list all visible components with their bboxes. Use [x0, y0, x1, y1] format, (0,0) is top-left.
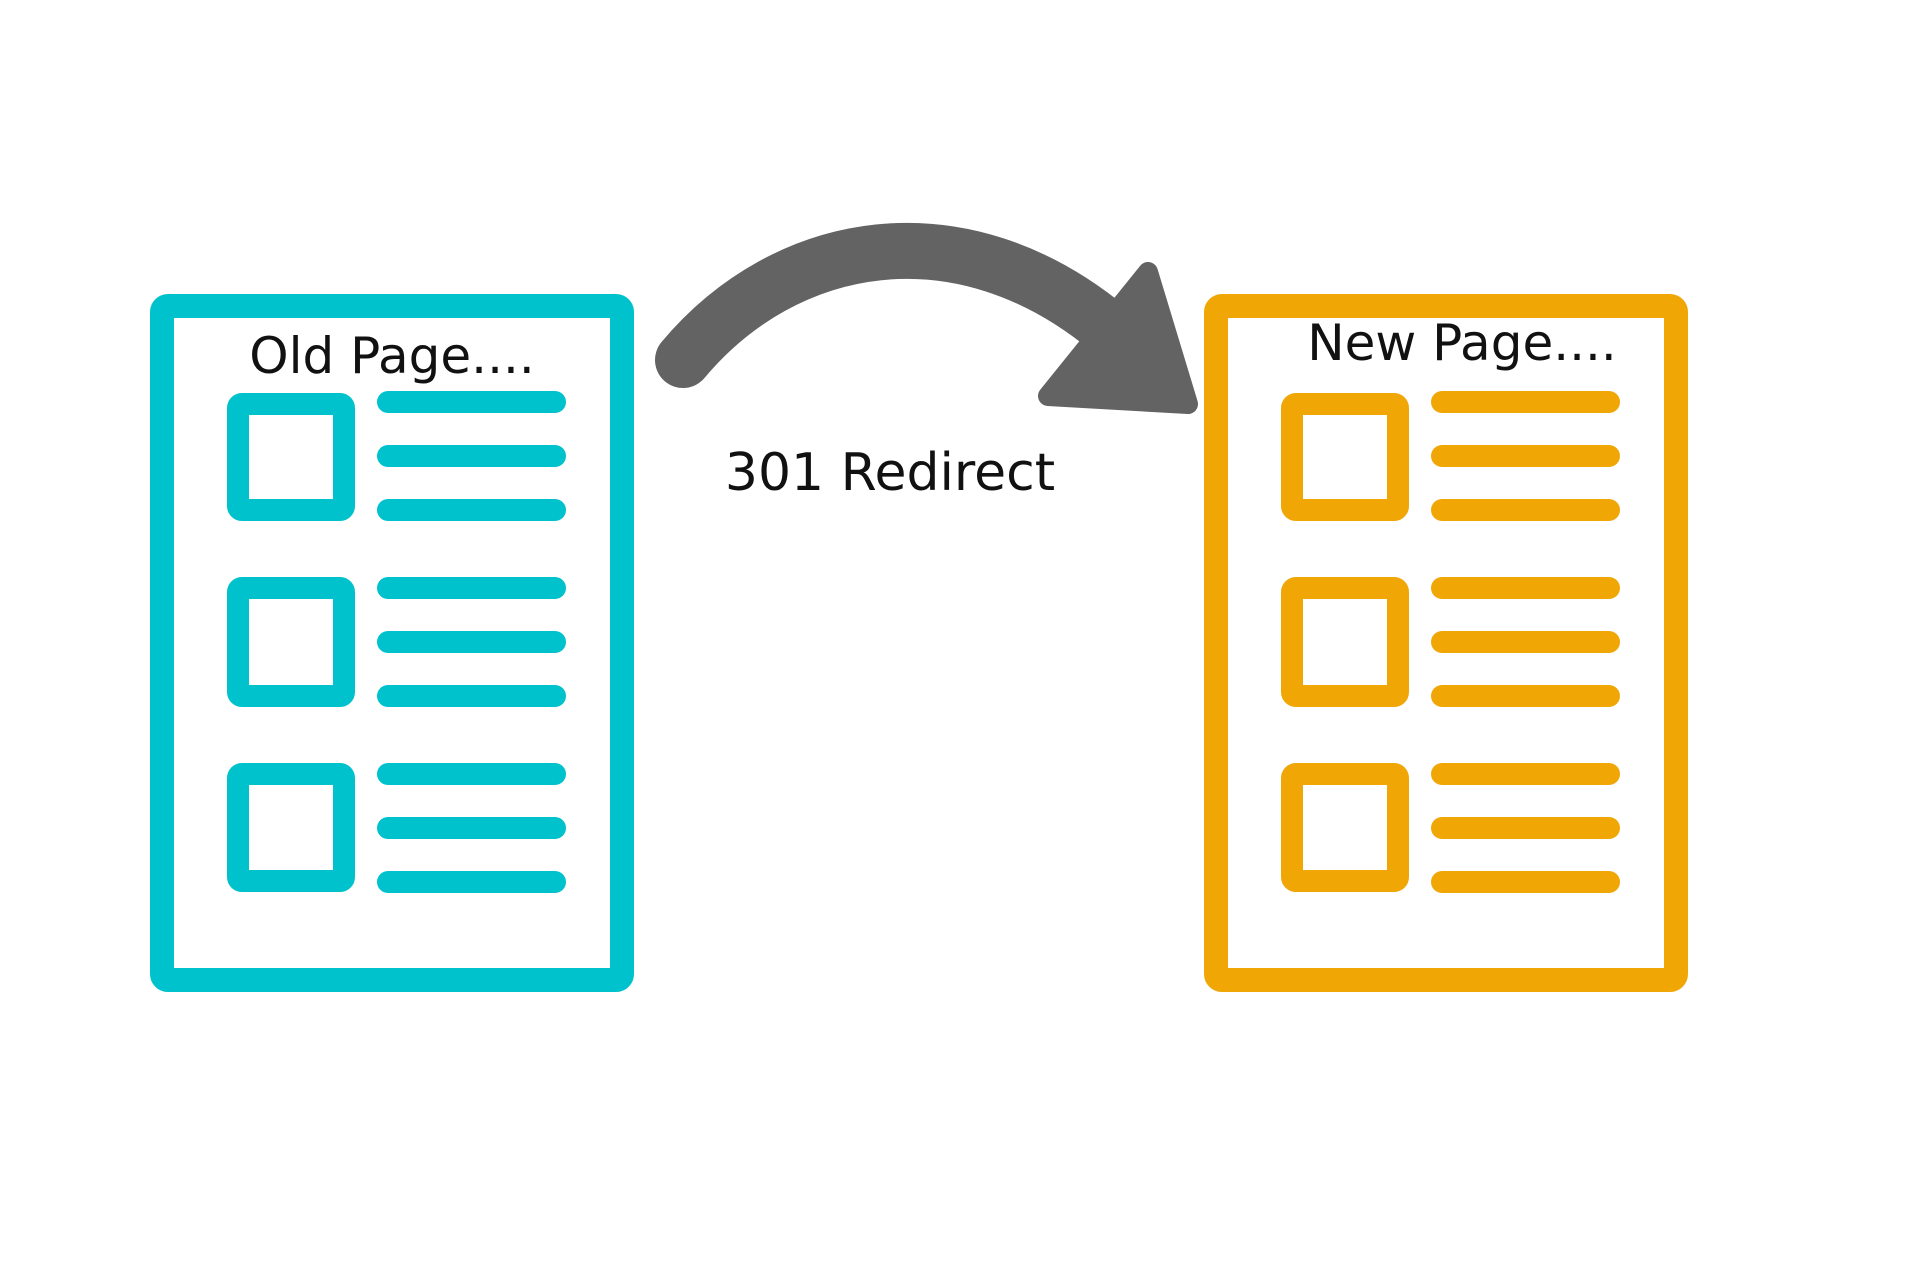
old-page-thumbnail-3 — [227, 763, 355, 892]
redirect-arrow — [655, 223, 1198, 414]
new-page-frame — [1204, 294, 1688, 992]
old-page-title: Old Page.... — [249, 327, 535, 385]
new-page-thumbnail-1 — [1281, 393, 1409, 521]
new-page-document: New Page.... — [1204, 294, 1688, 992]
old-page-thumbnail-2 — [227, 577, 355, 707]
new-page-thumbnail-2 — [1281, 577, 1409, 707]
old-page-thumbnail-1 — [227, 393, 355, 521]
new-page-thumbnail-3 — [1281, 763, 1409, 892]
redirect-arrowhead-icon — [1038, 262, 1198, 414]
old-page-document: Old Page.... — [150, 294, 634, 992]
old-page-frame — [150, 294, 634, 992]
new-page-title: New Page.... — [1307, 314, 1617, 372]
redirect-arrow-curve — [655, 223, 1138, 388]
redirect-label: 301 Redirect — [725, 443, 1055, 503]
